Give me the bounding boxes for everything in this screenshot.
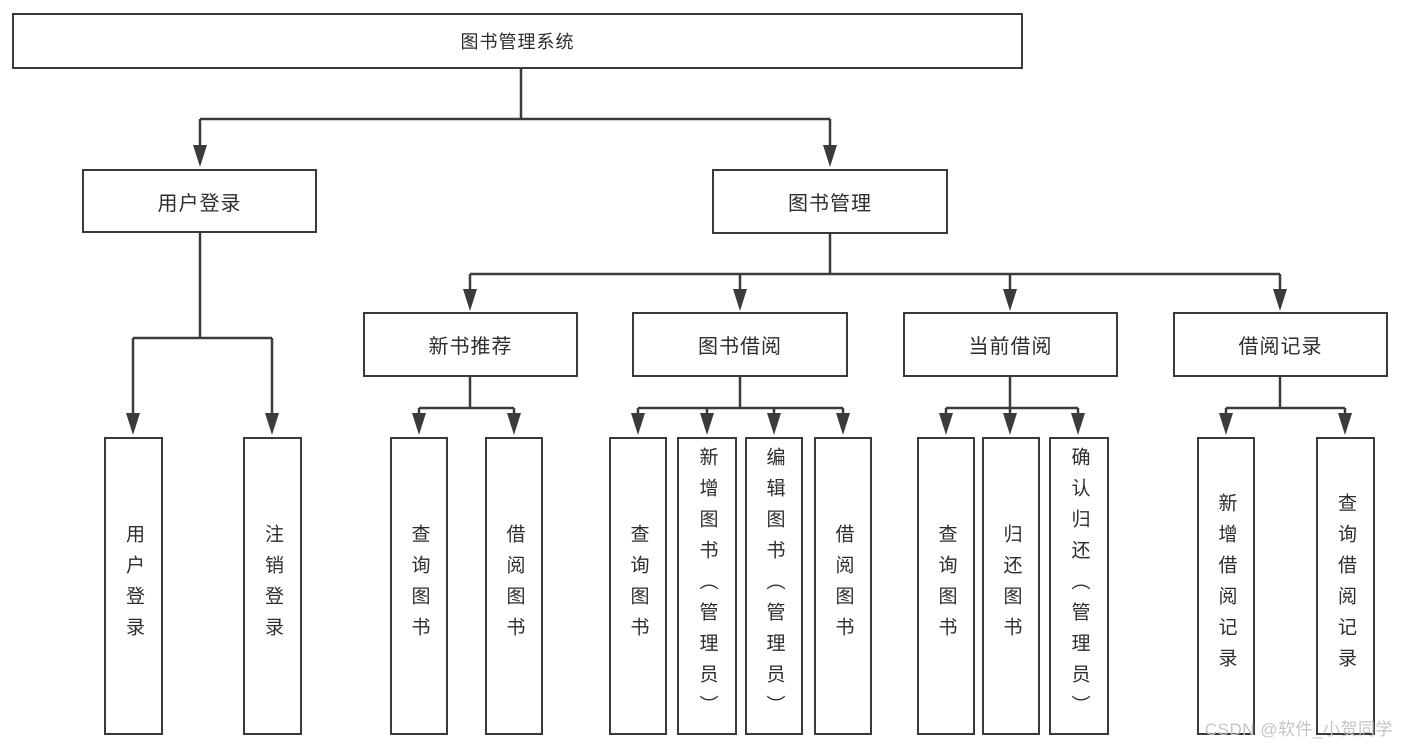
csdn-watermark: CSDN @软件_小贺同学 (1204, 720, 1393, 739)
node-book-borrowing: 图书借阅 (632, 312, 848, 377)
node-label: 查询图书 (935, 524, 957, 648)
node-label: 确认归还（管理员） (1068, 446, 1090, 726)
leaf-borrow-book-recommend: 借阅图书 (485, 437, 543, 735)
leaf-query-book-borrowing: 查询图书 (609, 437, 667, 735)
node-label: 借阅图书 (503, 524, 525, 648)
node-label: 新书推荐 (428, 336, 513, 358)
node-label: 当前借阅 (968, 336, 1053, 358)
node-current-borrowing: 当前借阅 (903, 312, 1118, 377)
leaf-logout: 注销登录 (243, 437, 302, 735)
node-book-management: 图书管理 (712, 169, 948, 234)
node-label: 归还图书 (1000, 524, 1022, 648)
node-label: 新增借阅记录 (1215, 493, 1237, 679)
leaf-return-book: 归还图书 (982, 437, 1040, 735)
node-label: 新增图书（管理员） (696, 446, 718, 726)
node-label: 查询借阅记录 (1335, 493, 1356, 679)
leaf-edit-book-admin: 编辑图书（管理员） (745, 437, 803, 735)
node-library-management-system: 图书管理系统 (12, 13, 1023, 69)
node-label: 用户登录 (157, 192, 242, 215)
node-label: 借阅记录 (1238, 336, 1323, 358)
node-label: 图书管理系统 (460, 32, 575, 52)
leaf-query-book-current: 查询图书 (917, 437, 975, 735)
leaf-add-borrow-record: 新增借阅记录 (1197, 437, 1255, 735)
node-label: 图书借阅 (698, 336, 782, 358)
leaf-confirm-return-admin: 确认归还（管理员） (1049, 437, 1109, 735)
node-label: 编辑图书（管理员） (763, 446, 785, 726)
node-label: 查询图书 (408, 524, 430, 648)
node-user-login: 用户登录 (82, 169, 317, 233)
node-label: 查询图书 (627, 524, 649, 648)
node-label: 注销登录 (262, 524, 283, 648)
leaf-user-login: 用户登录 (104, 437, 163, 735)
leaf-query-book-recommend: 查询图书 (390, 437, 448, 735)
node-label: 用户登录 (123, 524, 144, 648)
node-label: 借阅图书 (832, 524, 854, 648)
leaf-query-borrow-record: 查询借阅记录 (1316, 437, 1375, 735)
node-borrowing-records: 借阅记录 (1173, 312, 1388, 377)
leaf-borrow-book-borrowing: 借阅图书 (814, 437, 872, 735)
node-new-book-recommendation: 新书推荐 (363, 312, 578, 377)
node-label: 图书管理 (788, 193, 872, 215)
leaf-add-book-admin: 新增图书（管理员） (677, 437, 737, 735)
